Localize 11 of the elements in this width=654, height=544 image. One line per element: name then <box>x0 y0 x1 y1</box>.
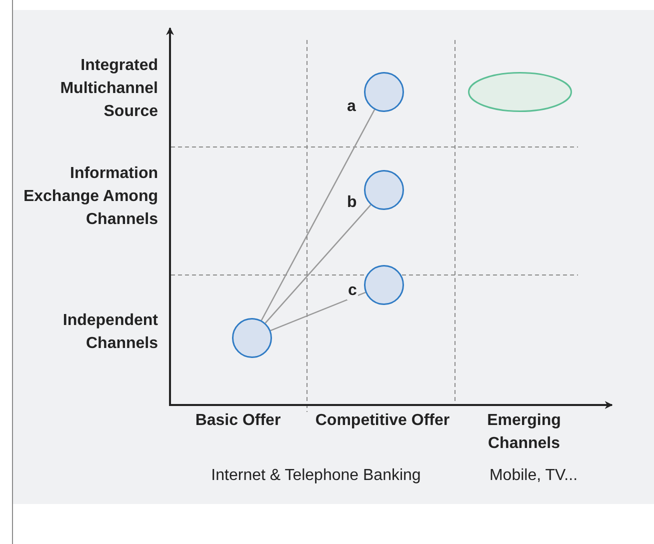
axis-label: Integrated Multichannel Source <box>59 56 158 122</box>
axis-label: Basic Offer <box>194 411 282 431</box>
connector-line <box>260 109 376 321</box>
category-note: Internet & Telephone Banking <box>210 466 422 486</box>
connector-line <box>270 292 366 332</box>
axis-label: Competitive Offer <box>315 411 450 431</box>
axis-label: Independent Channels <box>62 311 158 354</box>
axis-label: Emerging Channels <box>486 411 562 454</box>
category-note: Mobile, TV... <box>488 466 579 486</box>
connector-line <box>264 204 372 324</box>
axis-label: Information Exchange Among Channels <box>22 164 158 230</box>
